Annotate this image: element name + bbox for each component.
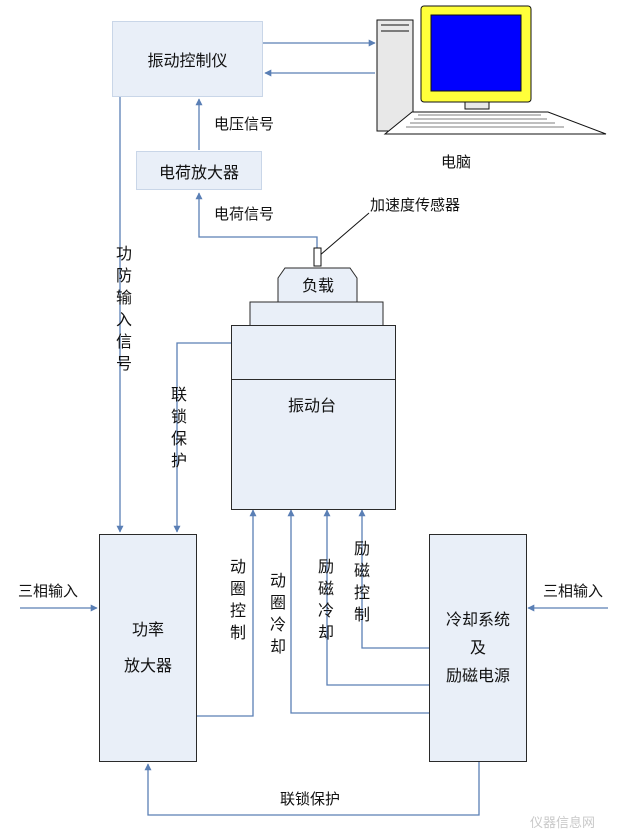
exc-control-arrow (358, 509, 429, 649)
three-phase-right-label: 三相输入 (543, 582, 604, 600)
coil-cooling-label: 动圈冷却 (269, 571, 286, 656)
voltage-signal-label: 电压信号 (214, 115, 275, 133)
interlock-arrow-vertical (173, 342, 231, 533)
vibration-controller-label: 振动控制仪 (147, 51, 228, 70)
charge-amplifier-box: 电荷放大器 (136, 151, 262, 190)
coil-cooling-arrow (287, 509, 429, 714)
coil-control-arrow (197, 509, 257, 717)
cooling-system-label-line2: 及 (469, 638, 486, 657)
three-phase-left-label: 三相输入 (18, 582, 79, 600)
computer-icon (376, 5, 607, 135)
interlock-vertical-label: 联锁保护 (170, 385, 187, 470)
computer-label: 电脑 (441, 153, 472, 171)
charge-signal-label: 电荷信号 (214, 205, 275, 223)
exc-cooling-label: 励磁冷却 (317, 557, 334, 642)
charge-amplifier-label: 电荷放大器 (158, 162, 239, 182)
interlock-bottom-label: 联锁保护 (280, 790, 341, 808)
exc-control-label: 励磁控制 (353, 539, 370, 624)
power-amplifier-label-line1: 功率 (131, 620, 164, 639)
shaker-table-divider (231, 379, 396, 380)
accel-sensor-label: 加速度传感器 (370, 196, 461, 214)
shaker-table-box (231, 325, 396, 510)
shaker-top-plate (249, 301, 384, 327)
power-input-signal-label: 功防输入信号 (115, 244, 132, 373)
charge-signal-arrow (195, 192, 318, 265)
cooling-system-label-line3: 励磁电源 (445, 666, 510, 685)
cooling-system-label-line1: 冷却系统 (445, 610, 510, 629)
watermark: 仪器信息网 (530, 816, 596, 831)
sensor-leader-line (318, 212, 370, 257)
coil-control-label: 动圈控制 (229, 557, 246, 642)
power-amplifier-box: 功率 放大器 (99, 534, 197, 762)
exc-cooling-arrow (323, 509, 429, 686)
power-amplifier-label-line2: 放大器 (123, 656, 172, 675)
accel-sensor (313, 247, 322, 267)
vibration-controller-box: 振动控制仪 (112, 21, 263, 97)
interlock-arrow-bottom (144, 762, 480, 816)
load-label: 负载 (302, 276, 335, 295)
shaker-table-label: 振动台 (288, 396, 337, 415)
cooling-system-box: 冷却系统 及 励磁电源 (429, 534, 527, 762)
